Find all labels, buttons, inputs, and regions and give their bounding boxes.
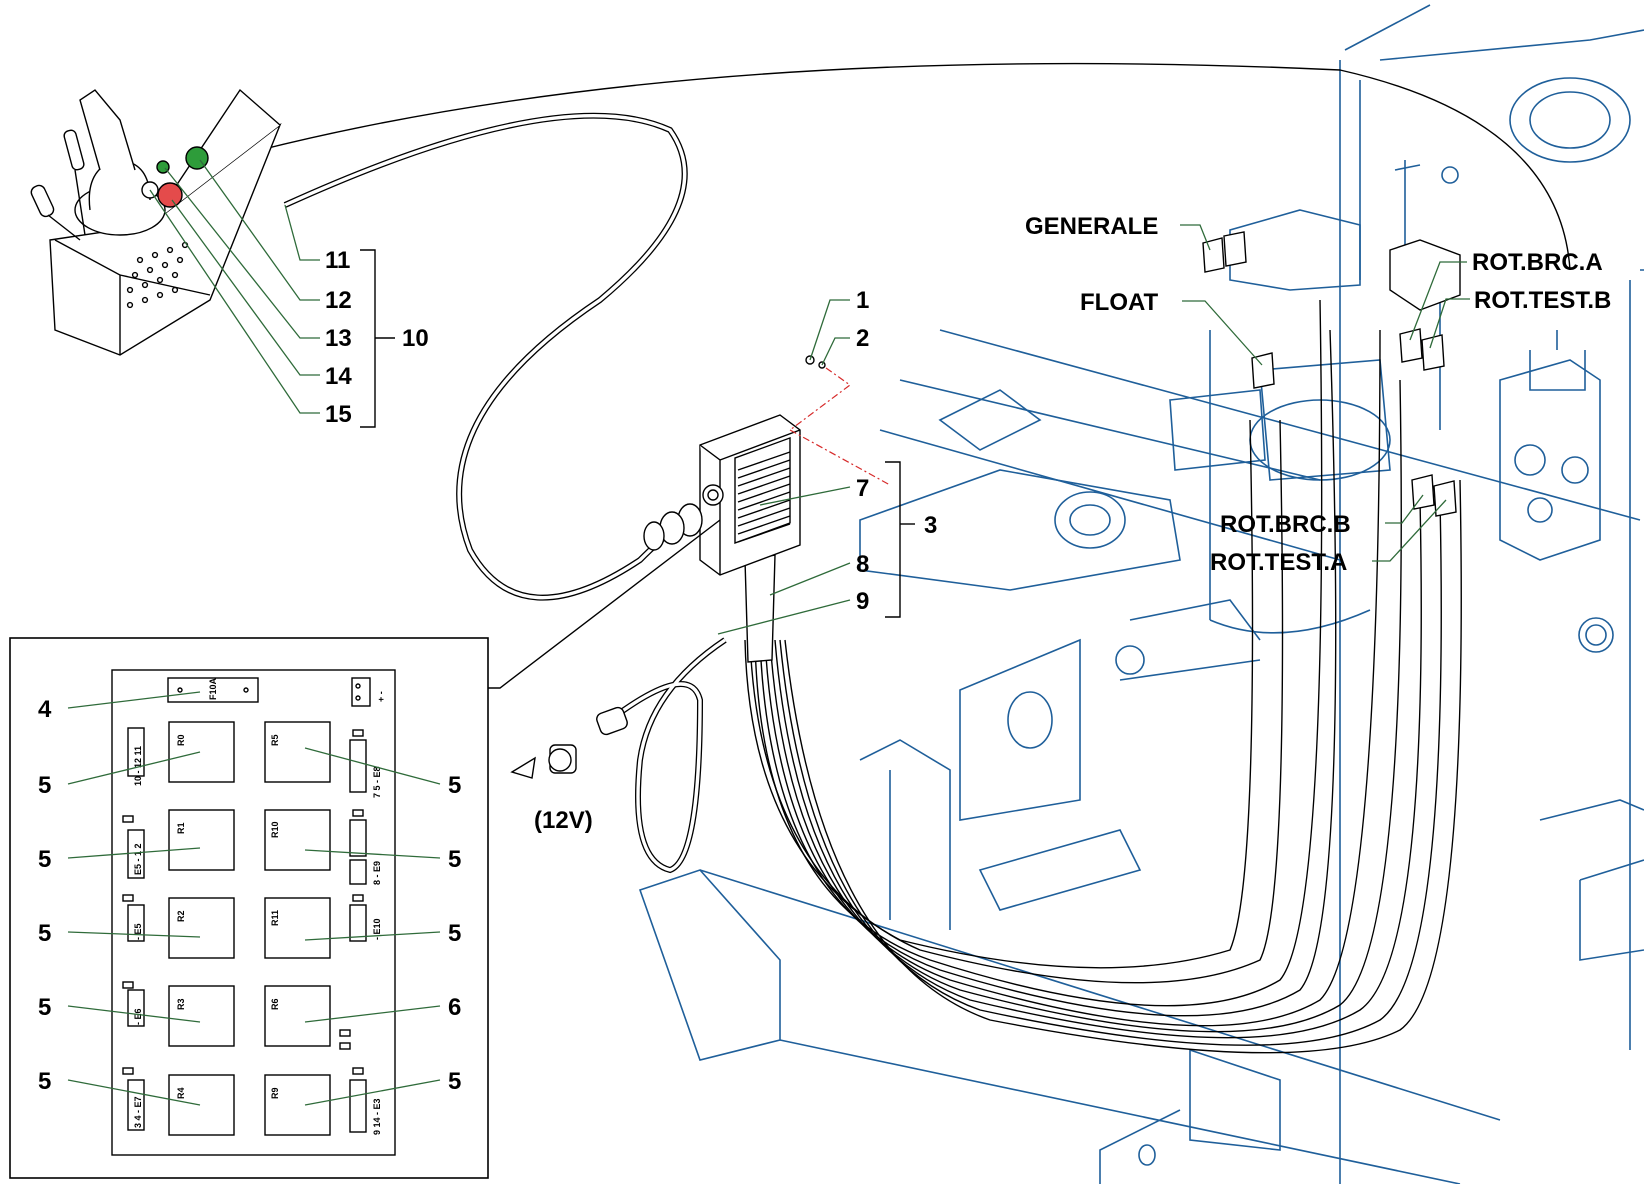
voltage-label: (12V) (534, 807, 593, 834)
callout-6: 6 (448, 994, 461, 1021)
callout-15: 15 (325, 401, 352, 428)
power-connector (510, 706, 628, 779)
relay-r0-label: R0 (176, 734, 186, 746)
callout-3: 3 (924, 512, 937, 539)
valve-label-rot-brc-a: ROT.BRC.A (1472, 249, 1603, 276)
fuse-label: F10A (208, 677, 218, 700)
terminal-e9: 8 - E9 (372, 861, 382, 885)
valve-label-rot-test-b: ROT.TEST.B (1474, 287, 1611, 314)
relay-r11-label: R11 (270, 910, 280, 926)
ecu-box (643, 355, 891, 576)
remote-control-box (30, 88, 282, 356)
callout-5-left-1: 5 (38, 772, 51, 799)
relay-r1-label: R1 (176, 822, 186, 834)
terminal-10-12-11: 10 - 12 11 (133, 746, 143, 786)
terminal-e10: - E10 (372, 918, 382, 940)
terminal-e5: - E5 (133, 923, 143, 940)
terminal-e8: 7 5 - E8 (372, 766, 382, 798)
callout-8: 8 (856, 551, 869, 578)
red-emergency-button (157, 182, 183, 208)
callout-1: 1 (856, 287, 869, 314)
valve-label-rot-test-a: ROT.TEST.A (1210, 549, 1347, 576)
machine-frame (638, 4, 1644, 1184)
terminal-e6: - E6 (133, 1008, 143, 1025)
relay-r4 (168, 1074, 235, 1136)
callout-5-left-3: 5 (38, 920, 51, 947)
callout-14: 14 (325, 363, 352, 390)
valve-label-float: FLOAT (1080, 289, 1159, 316)
relay-r11 (264, 897, 331, 959)
callout-5-right-1: 5 (448, 772, 461, 799)
relay-r5 (264, 721, 331, 783)
valve-label-generale: GENERALE (1025, 213, 1158, 240)
relay-r0 (168, 721, 235, 783)
power-terminal-label: + - (376, 691, 386, 702)
relay-r10-label: R10 (270, 821, 280, 838)
relay-board: F10A + - R0 R1 R2 R3 R4 R5 R10 R11 R6 R9 (111, 669, 396, 1156)
callout-9: 9 (856, 588, 869, 615)
valve-label-rot-brc-b: ROT.BRC.B (1220, 511, 1351, 538)
relay-r2-label: R2 (176, 910, 186, 922)
callout-5-right-3: 5 (448, 920, 461, 947)
callout-5-left-2: 5 (38, 846, 51, 873)
callout-5-right-4: 5 (448, 1068, 461, 1095)
callout-10: 10 (402, 325, 429, 352)
callout-13: 13 (325, 325, 352, 352)
relay-r10 (264, 809, 331, 871)
relay-r4-label: R4 (176, 1087, 186, 1099)
power-terminal (351, 677, 371, 707)
callout-5-left-4: 5 (38, 994, 51, 1021)
relay-r6-label: R6 (270, 998, 280, 1010)
callout-5-right-2: 5 (448, 846, 461, 873)
callout-5-left-5: 5 (38, 1068, 51, 1095)
relay-r2 (168, 897, 235, 959)
relay-r3 (168, 985, 235, 1047)
terminal-e3: 9 14 - E3 (372, 1098, 382, 1135)
relay-r5-label: R5 (270, 734, 280, 746)
leader-lines (67, 159, 1470, 1106)
relay-r6 (264, 985, 331, 1047)
callout-2: 2 (856, 325, 869, 352)
callout-12: 12 (325, 287, 352, 314)
terminal-e7-3-4: 3 4 - E7 (133, 1096, 143, 1128)
cable-harness (259, 62, 1571, 1054)
terminal-e5-1-2: E5 - 1 2 (133, 843, 143, 875)
relay-r3-label: R3 (176, 998, 186, 1010)
relay-r9-label: R9 (270, 1087, 280, 1099)
callout-4: 4 (38, 696, 52, 723)
relay-r9 (264, 1074, 331, 1136)
fuse-f10a (167, 677, 259, 703)
callout-7: 7 (856, 475, 869, 502)
relay-r1 (168, 809, 235, 871)
callout-11: 11 (325, 247, 350, 274)
